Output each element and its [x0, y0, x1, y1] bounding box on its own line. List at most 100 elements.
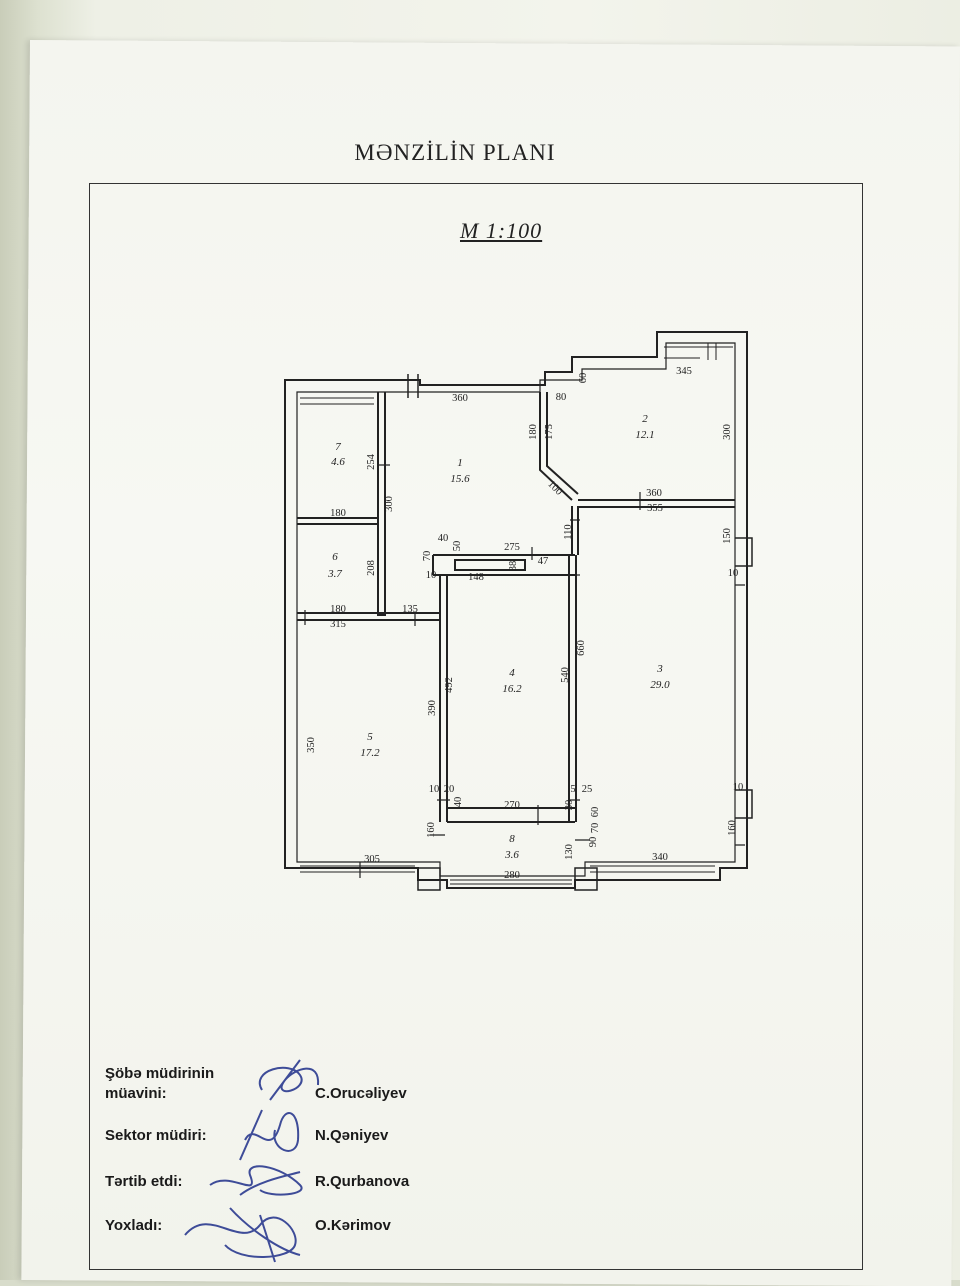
wall-7-1 — [377, 392, 386, 616]
dim: 390 — [427, 700, 438, 716]
dim: 300 — [722, 424, 733, 440]
dim: 345 — [676, 366, 692, 377]
dim: 70 — [590, 823, 601, 834]
signatory-3-label: Tərtib etdi: — [105, 1173, 183, 1190]
dim: 60 — [590, 807, 601, 818]
inner-outline — [296, 342, 736, 877]
wall-4-5 — [439, 575, 448, 822]
wall-6-5 — [297, 612, 440, 621]
dim: 100 — [545, 479, 564, 498]
signatory-2-name: N.Qəniyev — [315, 1127, 389, 1144]
room-1-area: 15.6 — [450, 473, 470, 485]
dim: 135 — [402, 604, 418, 615]
dim: 70 — [422, 551, 433, 562]
signatory-4-label: Yoxladı: — [105, 1217, 163, 1234]
dim: 355 — [647, 503, 663, 514]
dim: 50 — [452, 541, 463, 552]
room-3-num: 3 — [656, 663, 663, 675]
dim: 10 — [728, 568, 739, 579]
dim: 10 — [426, 570, 437, 581]
wall-4-3 — [568, 555, 577, 822]
dim: 305 — [364, 854, 380, 865]
dim: 40 — [453, 797, 464, 808]
dim: 90 — [588, 837, 599, 848]
dim: 5 — [570, 784, 575, 795]
wall-1-3 — [571, 506, 579, 555]
dim: 660 — [576, 640, 587, 656]
balcony-wall — [447, 807, 575, 823]
window-right-1 — [735, 537, 753, 567]
dim: 175 — [544, 424, 555, 440]
dim: 60 — [578, 373, 589, 384]
scale-label: M 1:100 — [460, 218, 543, 243]
window-1 — [300, 397, 374, 405]
signatory-3-name: R.Qurbanova — [315, 1173, 410, 1190]
window-right-2 — [735, 789, 753, 819]
dim: 180 — [330, 604, 346, 615]
dim: 10 — [429, 784, 440, 795]
dim: 80 — [556, 392, 567, 403]
dim: 47 — [538, 556, 549, 567]
room-7-area: 4.6 — [331, 456, 345, 468]
dim: 270 — [504, 800, 520, 811]
room-2-area: 12.1 — [635, 429, 654, 441]
signatory-4-name: O.Kərimov — [315, 1217, 391, 1234]
dim: 160 — [727, 820, 738, 836]
dim: 360 — [646, 488, 662, 499]
dim: 160 — [426, 822, 437, 838]
dim: 110 — [563, 524, 574, 539]
wall-7-6 — [297, 517, 378, 525]
dim: 300 — [384, 496, 395, 512]
room-8-area: 3.6 — [504, 849, 519, 861]
signatory-1-label-line2: müavini: — [105, 1085, 167, 1102]
wall-2-3 — [578, 499, 735, 508]
corridor-box — [432, 554, 575, 576]
dim: 315 — [330, 619, 346, 630]
document-title: MƏNZİLİN PLANI — [354, 140, 556, 165]
dim: 254 — [366, 453, 377, 470]
window-2 — [664, 343, 733, 360]
room-4-num: 4 — [509, 667, 515, 679]
dim: 492 — [444, 677, 455, 693]
dim: 40 — [438, 533, 449, 544]
room-2-num: 2 — [642, 413, 648, 425]
signatory-1-label-line1: Şöbə müdirinin — [105, 1065, 215, 1082]
dim: 340 — [652, 852, 668, 863]
room-6-area: 3.7 — [327, 568, 342, 580]
dim: 180 — [330, 508, 346, 519]
handwritten-signatures — [184, 1059, 320, 1263]
dim: 25 — [582, 784, 593, 795]
room-7-num: 7 — [335, 441, 341, 453]
dim: 30 — [564, 800, 575, 811]
column-bl — [417, 867, 441, 891]
outer-wall — [284, 331, 748, 889]
column-br — [574, 867, 598, 891]
signatory-2-label: Sektor müdiri: — [105, 1127, 207, 1144]
window-8 — [450, 879, 572, 885]
dim: 150 — [722, 528, 733, 544]
dim: 280 — [504, 870, 520, 881]
room-6-num: 6 — [332, 551, 338, 563]
room-8-num: 8 — [509, 833, 515, 845]
dim: 208 — [366, 560, 377, 576]
drawing-frame — [89, 183, 863, 1270]
room-5-area: 17.2 — [360, 747, 380, 759]
room-5-num: 5 — [367, 731, 373, 743]
window-3 — [590, 865, 715, 873]
signatory-1-name: C.Orucəliyev — [315, 1085, 407, 1102]
dim: 350 — [306, 737, 317, 753]
window-5 — [300, 865, 415, 873]
door-ticks — [304, 464, 745, 878]
dim: 148 — [468, 572, 484, 583]
dim: 360 — [452, 393, 468, 404]
room-4-area: 16.2 — [502, 683, 522, 695]
dim: 20 — [444, 784, 455, 795]
room-1-num: 1 — [457, 457, 463, 469]
wall-1-2-diag — [539, 392, 579, 501]
dim: 275 — [504, 542, 520, 553]
dim: 540 — [560, 667, 571, 683]
dim: 180 — [528, 424, 539, 440]
dim: 130 — [564, 844, 575, 860]
dim: 38 — [508, 561, 519, 572]
